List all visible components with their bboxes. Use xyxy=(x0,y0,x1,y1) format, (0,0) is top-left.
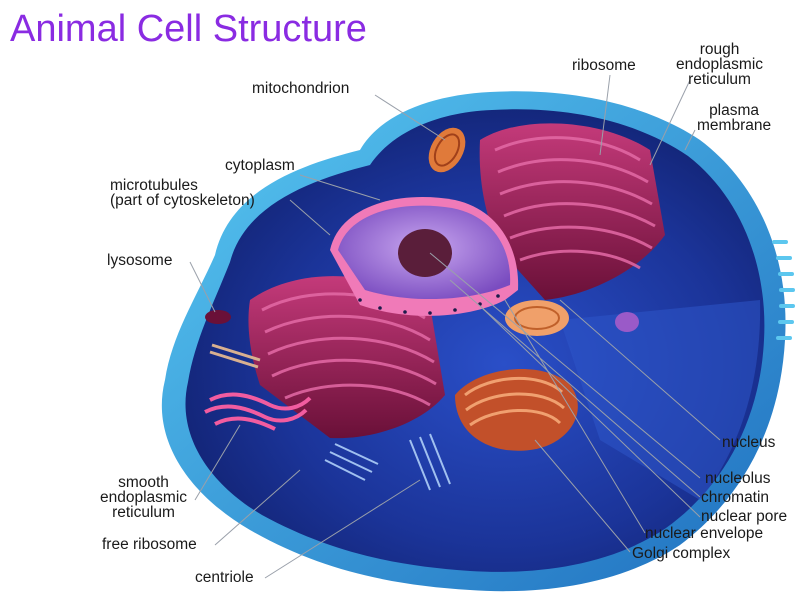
left-er-stack xyxy=(248,276,445,439)
label-plasma-membrane: plasma membrane xyxy=(697,102,772,134)
label-chromatin: chromatin xyxy=(701,489,770,506)
label-centriole: centriole xyxy=(195,569,254,586)
lysosomes xyxy=(205,310,639,332)
label-cytoplasm: cytoplasm xyxy=(225,157,295,174)
smooth-er-shape xyxy=(204,392,312,431)
label-nucleus: nucleus xyxy=(722,434,776,451)
nucleus-shape xyxy=(330,197,519,316)
label-nuclear-pore: nuclear pore xyxy=(701,508,788,525)
golgi-shape xyxy=(455,368,578,451)
label-free-ribosome: free ribosome xyxy=(102,536,197,553)
cutaway-section xyxy=(560,300,761,500)
microtubules-shape xyxy=(209,343,261,369)
label-ribosome: ribosome xyxy=(572,57,636,74)
label-golgi-complex: Golgi complex xyxy=(632,545,731,562)
nucleolus-shape xyxy=(398,229,452,277)
microvilli xyxy=(772,240,795,340)
leader-lines xyxy=(189,74,721,579)
slide-title: Animal Cell Structure xyxy=(10,8,367,50)
label-nuclear-envelope: nuclear envelope xyxy=(645,525,764,542)
label-lysosome: lysosome xyxy=(107,252,173,269)
centriole-shape xyxy=(324,433,451,491)
label-rough-er: rough endoplasmic reticulum xyxy=(676,41,764,88)
label-nucleolus: nucleolus xyxy=(705,470,771,487)
label-microtubules: microtubules (part of cytoskeleton) xyxy=(110,177,255,209)
label-mitochondrion: mitochondrion xyxy=(252,80,350,97)
label-smooth-er: smooth endoplasmic reticulum xyxy=(100,474,188,521)
rough-er-shape xyxy=(479,123,665,300)
